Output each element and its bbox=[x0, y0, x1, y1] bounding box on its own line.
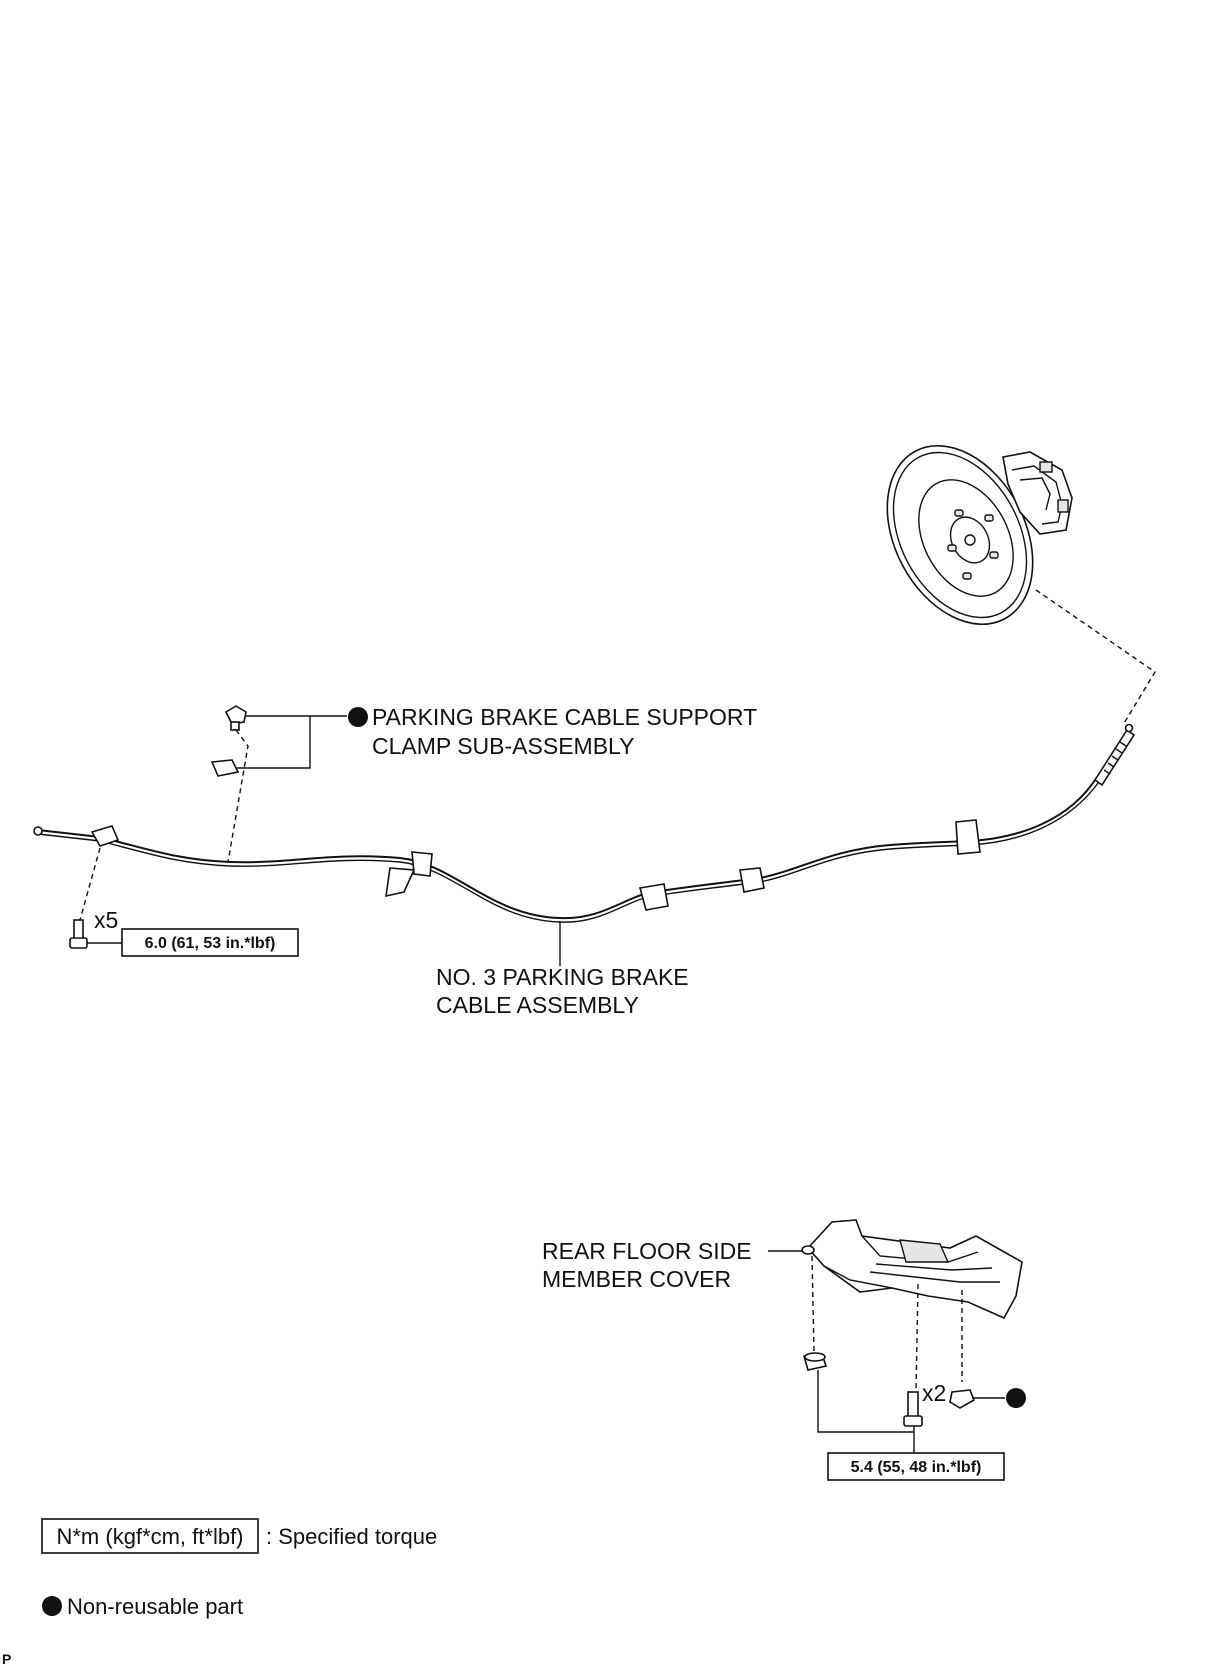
brake-caliper bbox=[1002, 451, 1073, 535]
cable-bolt-quantity: x5 bbox=[94, 907, 118, 933]
no3-parking-brake-cable bbox=[33, 723, 1136, 923]
cable-bolt-torque-box bbox=[121, 928, 299, 957]
cable-bolt-icon bbox=[69, 847, 101, 949]
cover-clip-icon bbox=[949, 1389, 976, 1409]
floor-cover-label-1: REAR FLOOR SIDE bbox=[542, 1238, 752, 1264]
cable-label-1: NO. 3 PARKING BRAKE bbox=[436, 964, 689, 990]
cover-torque: 5.4 (55, 48 in.*lbf) bbox=[851, 1459, 982, 1476]
cover-nut-icon bbox=[802, 1352, 828, 1371]
floor-cover-label-2: MEMBER COVER bbox=[542, 1266, 731, 1292]
cover-torque-box bbox=[827, 1452, 1005, 1481]
cover-bolt-icon bbox=[903, 1391, 923, 1427]
nonreusable-marker-icon bbox=[1006, 1388, 1026, 1408]
legend-nonreusable-desc: Non-reusable part bbox=[67, 1594, 243, 1619]
legend-torque-desc: : Specified torque bbox=[266, 1524, 437, 1549]
support-clamp-icon bbox=[210, 705, 249, 863]
support-clamp-label-1: PARKING BRAKE CABLE SUPPORT bbox=[372, 704, 757, 730]
brake-disc-assembly bbox=[886, 444, 1073, 626]
cover-bolt-quantity: x2 bbox=[922, 1380, 946, 1406]
nonreusable-marker-icon bbox=[348, 707, 368, 727]
legend-torque-units: N*m (kgf*cm, ft*lbf) bbox=[56, 1524, 243, 1549]
cable-bolt-torque: 6.0 (61, 53 in.*lbf) bbox=[145, 935, 276, 952]
cable-label-2: CABLE ASSEMBLY bbox=[436, 992, 639, 1018]
rear-floor-side-member-cover bbox=[801, 1219, 1023, 1320]
legend-torque-box bbox=[41, 1518, 259, 1554]
support-clamp-label-2: CLAMP SUB-ASSEMBLY bbox=[372, 733, 634, 759]
corner-mark: P bbox=[2, 1651, 11, 1667]
nonreusable-marker-icon bbox=[42, 1596, 62, 1616]
